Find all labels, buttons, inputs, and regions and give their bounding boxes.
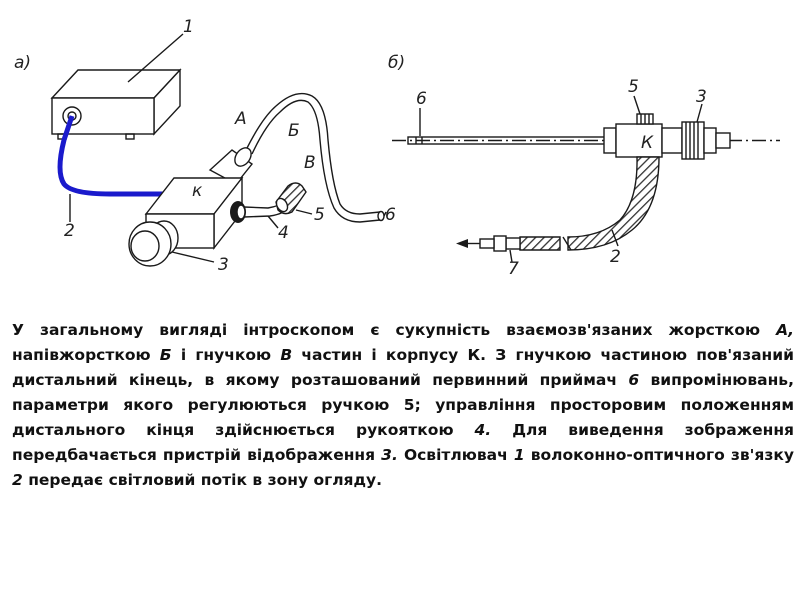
label-3: 3: [218, 255, 229, 275]
caption-ref-3: 3.: [381, 446, 398, 464]
eyepiece: [661, 121, 731, 160]
connector: [456, 235, 521, 252]
caption-ref-4: 4.: [474, 421, 492, 439]
flexible-bundle: [567, 156, 660, 251]
caption-text-9: передає світловий потік в зону огляду.: [22, 471, 383, 489]
figure-caption: У загальному вигляді інтроскопом є сукуп…: [12, 318, 794, 493]
label-K-b: К: [641, 133, 654, 153]
caption-text-4: частин і корпусу К. З гнучкою частиною п…: [12, 346, 794, 389]
caption-text-2: напівжорсткою: [12, 346, 160, 364]
body-k: [144, 175, 244, 251]
body-k-b: [615, 123, 663, 158]
label-b-3: 3: [696, 87, 707, 107]
caption-text-6: Для виведення зображення передбачається …: [12, 421, 795, 464]
caption-text-5: випромінювань, параметри якого регулюють…: [12, 371, 794, 439]
label-B: Б: [288, 121, 300, 141]
label-b-2: 2: [610, 247, 621, 267]
caption-ref-B: Б: [159, 346, 172, 364]
caption-ref-6: 6: [628, 371, 640, 389]
caption-ref-A: А,: [776, 321, 794, 339]
label-6: 6: [385, 205, 396, 225]
figure-b-panel-label: б): [388, 53, 405, 73]
illuminator-box: [50, 68, 182, 140]
figure-a-panel-label: а): [14, 53, 31, 73]
label-K-a: к: [192, 181, 203, 201]
caption-ref-1: 1: [513, 446, 525, 464]
caption-ref-V: В: [280, 346, 293, 364]
caption-text-1: У загальному вигляді інтроскопом є сукуп…: [12, 321, 777, 339]
label-b-5: 5: [628, 77, 639, 97]
introscope-diagram: а) 1 2 А Б В 6: [14, 17, 780, 279]
display-device: [128, 220, 179, 267]
label-b-7: 7: [508, 259, 519, 279]
light-guide: [519, 236, 561, 251]
label-V: В: [304, 153, 316, 173]
label-1: 1: [183, 17, 194, 37]
caption-text-3: і гнучкою: [171, 346, 281, 364]
adjustment-knob: [275, 182, 307, 215]
caption-text-7: Освітлювач: [397, 446, 514, 464]
label-A: А: [234, 109, 247, 129]
fiber-optic-cable: [57, 115, 176, 197]
caption-ref-2: 2: [12, 471, 23, 489]
label-b-6: 6: [416, 89, 427, 109]
label-4: 4: [278, 223, 289, 243]
figure-b: б) 6 К 5: [388, 53, 780, 279]
label-5: 5: [314, 205, 325, 225]
figure-a: а) 1 2 А Б В 6: [14, 17, 396, 275]
caption-text-8: волоконно-оптичного зв'язку: [524, 446, 795, 464]
label-2: 2: [64, 221, 75, 241]
